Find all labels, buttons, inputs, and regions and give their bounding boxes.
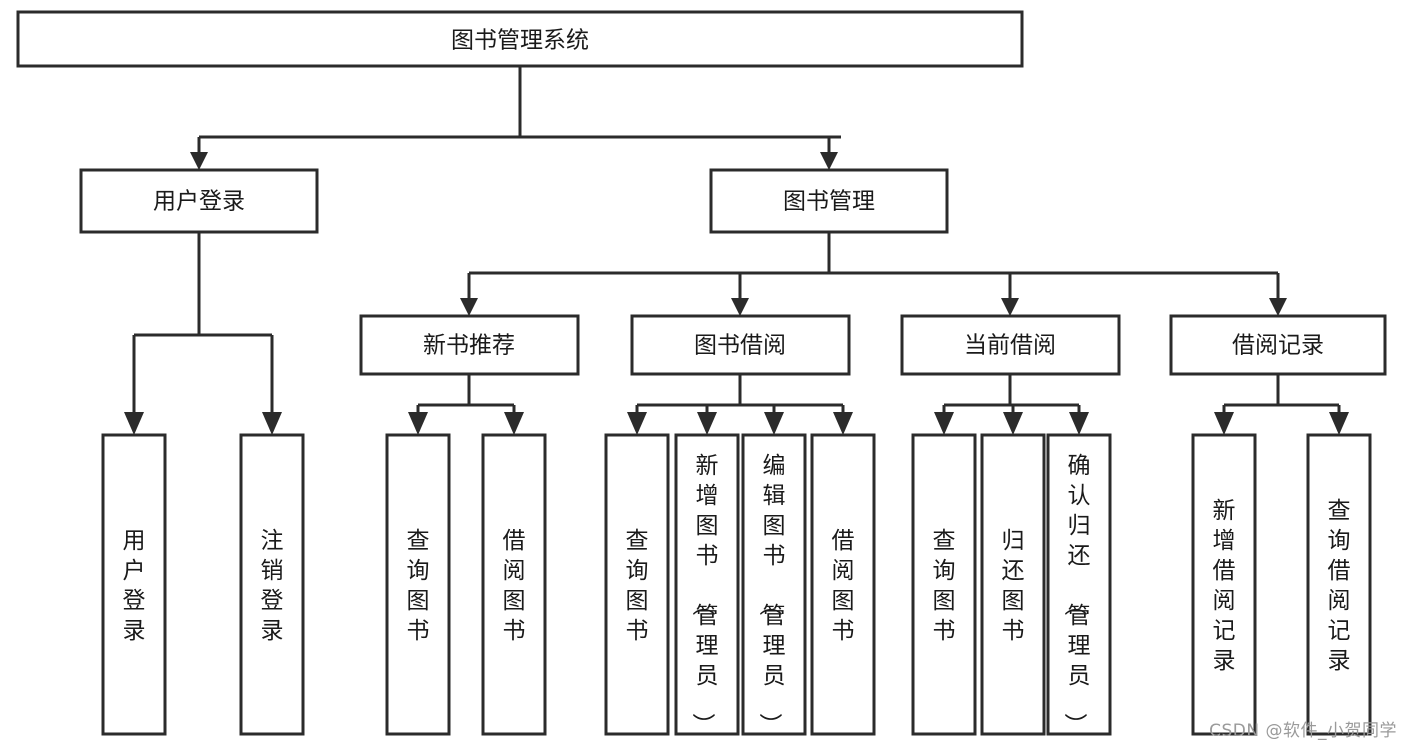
connector-current-borrow-to-leaves <box>934 374 1089 435</box>
arrow-head-icon <box>190 152 208 170</box>
connector-root-to-level2 <box>190 66 841 170</box>
arrow-head-icon <box>262 412 282 435</box>
node-root-label: 图书管理系统 <box>451 28 589 54</box>
leaf-node-add-borrow-record[interactable]: 新增借阅记录 <box>1191 433 1257 736</box>
node-user-login-label: 用户登录 <box>153 189 245 215</box>
leaf-node-query-book-recommend[interactable]: 查询图书 <box>385 433 451 736</box>
leaf-node-user-login-label: 用户登录 <box>123 528 146 644</box>
connector-book-manage-to-level3 <box>460 232 1287 316</box>
leaf-node-query-book-current-label: 查询图书 <box>933 528 956 644</box>
leaf-node-confirm-return-admin[interactable]: 确认归还（管理员） <box>1046 433 1112 736</box>
node-current-borrow[interactable]: 当前借阅 <box>900 314 1121 376</box>
arrow-head-icon <box>1003 412 1023 435</box>
arrow-head-icon <box>1214 412 1234 435</box>
node-new-book-recommend[interactable]: 新书推荐 <box>359 314 580 376</box>
leaf-node-query-book-borrow-label: 查询图书 <box>626 528 649 644</box>
arrow-head-icon <box>408 412 428 435</box>
connector-borrow-record-to-leaves <box>1214 374 1349 435</box>
arrow-head-icon <box>460 298 478 316</box>
arrow-head-icon <box>627 412 647 435</box>
leaf-node-borrow-book-recommend-label: 借阅图书 <box>503 528 526 644</box>
arrow-head-icon <box>697 412 717 435</box>
arrow-head-icon <box>504 412 524 435</box>
arrow-head-icon <box>833 412 853 435</box>
node-borrow-record[interactable]: 借阅记录 <box>1169 314 1387 376</box>
leaf-node-return-book[interactable]: 归还图书 <box>980 433 1046 736</box>
node-borrow-record-label: 借阅记录 <box>1232 333 1324 359</box>
leaf-node-logout-label: 注销登录 <box>261 528 284 644</box>
connector-book-borrow-to-leaves <box>627 374 853 435</box>
arrow-head-icon <box>1001 298 1019 316</box>
node-new-book-recommend-label: 新书推荐 <box>423 333 515 359</box>
leaf-node-query-book-recommend-label: 查询图书 <box>407 528 430 644</box>
arrow-head-icon <box>820 152 838 170</box>
node-book-borrow[interactable]: 图书借阅 <box>630 314 851 376</box>
leaf-node-add-book-admin[interactable]: 新增图书（管理员） <box>674 433 740 736</box>
node-current-borrow-label: 当前借阅 <box>964 333 1056 359</box>
arrow-head-icon <box>124 412 144 435</box>
leaf-node-query-borrow-record[interactable]: 查询借阅记录 <box>1306 433 1372 736</box>
leaf-node-add-book-admin-label: 新增图书（管理员） <box>690 453 719 736</box>
leaf-node-edit-book-admin-label: 编辑图书（管理员） <box>757 453 786 736</box>
leaf-node-borrow-book[interactable]: 借阅图书 <box>810 433 876 736</box>
leaf-node-confirm-return-admin-label: 确认归还（管理员） <box>1062 453 1091 736</box>
leaf-node-query-book-borrow[interactable]: 查询图书 <box>604 433 670 736</box>
leaf-node-logout[interactable]: 注销登录 <box>239 433 305 736</box>
arrow-head-icon <box>764 412 784 435</box>
arrow-head-icon <box>1329 412 1349 435</box>
leaf-node-borrow-book-recommend[interactable]: 借阅图书 <box>481 433 547 736</box>
node-user-login[interactable]: 用户登录 <box>79 168 319 234</box>
arrow-head-icon <box>1069 412 1089 435</box>
connector-user-login-to-leaves <box>124 232 282 435</box>
arrow-head-icon <box>731 298 749 316</box>
leaf-node-add-borrow-record-label: 新增借阅记录 <box>1213 498 1236 674</box>
node-book-manage[interactable]: 图书管理 <box>709 168 949 234</box>
node-root[interactable]: 图书管理系统 <box>16 10 1024 68</box>
leaf-node-user-login[interactable]: 用户登录 <box>101 433 167 736</box>
node-book-borrow-label: 图书借阅 <box>694 333 786 359</box>
leaf-node-query-borrow-record-label: 查询借阅记录 <box>1328 498 1351 674</box>
arrow-head-icon <box>934 412 954 435</box>
leaf-node-return-book-label: 归还图书 <box>1002 528 1025 644</box>
leaf-node-borrow-book-label: 借阅图书 <box>832 528 855 644</box>
leaf-node-edit-book-admin[interactable]: 编辑图书（管理员） <box>741 433 807 736</box>
connector-new-book-recommend-to-leaves <box>408 374 524 435</box>
leaf-node-query-book-current[interactable]: 查询图书 <box>911 433 977 736</box>
node-book-manage-label: 图书管理 <box>783 189 875 215</box>
arrow-head-icon <box>1269 298 1287 316</box>
